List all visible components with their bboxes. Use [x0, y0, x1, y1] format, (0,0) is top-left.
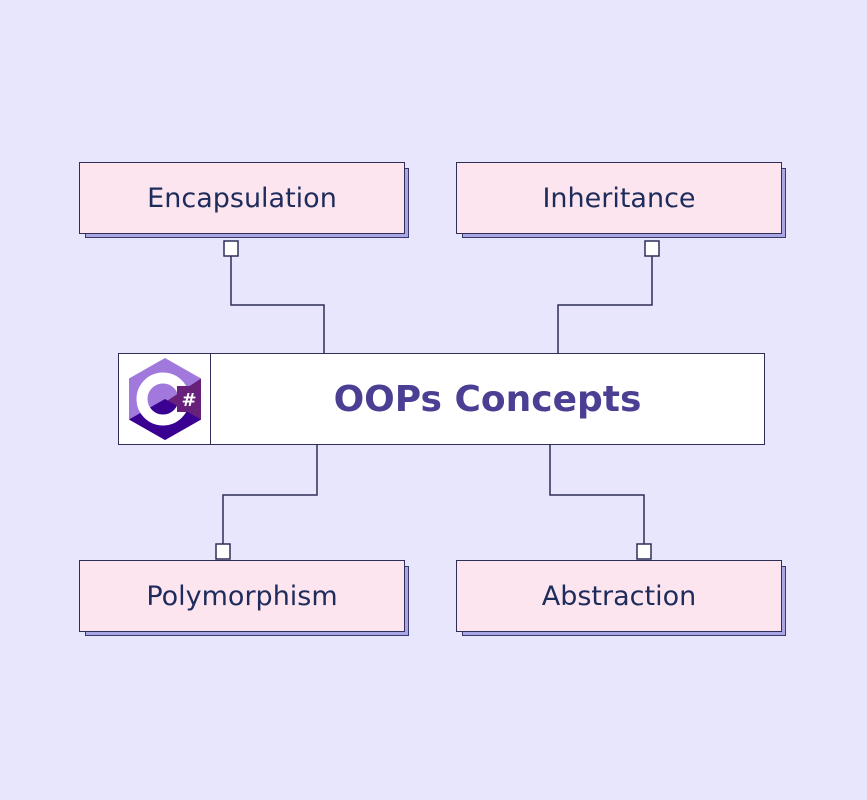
- csharp-logo-icon: #: [119, 354, 211, 444]
- connector-inheritance: [557, 256, 653, 353]
- svg-text:#: #: [181, 390, 196, 411]
- node-label: Inheritance: [456, 162, 782, 234]
- connector-port: [223, 240, 239, 257]
- node-label: Encapsulation: [79, 162, 405, 234]
- connector-encapsulation: [230, 256, 325, 353]
- node-label: Abstraction: [456, 560, 782, 632]
- page-title: OOPs Concepts: [333, 378, 642, 420]
- node-encapsulation: Encapsulation: [79, 162, 409, 238]
- node-inheritance: Inheritance: [456, 162, 786, 238]
- connector-port: [636, 543, 652, 560]
- connector-polymorphism: [222, 445, 318, 544]
- connector-port: [215, 543, 231, 560]
- connector-abstraction: [549, 445, 645, 544]
- node-abstraction: Abstraction: [456, 560, 786, 636]
- connector-port: [644, 240, 660, 257]
- node-label: Polymorphism: [79, 560, 405, 632]
- node-polymorphism: Polymorphism: [79, 560, 409, 636]
- central-node: # OOPs Concepts: [118, 353, 765, 445]
